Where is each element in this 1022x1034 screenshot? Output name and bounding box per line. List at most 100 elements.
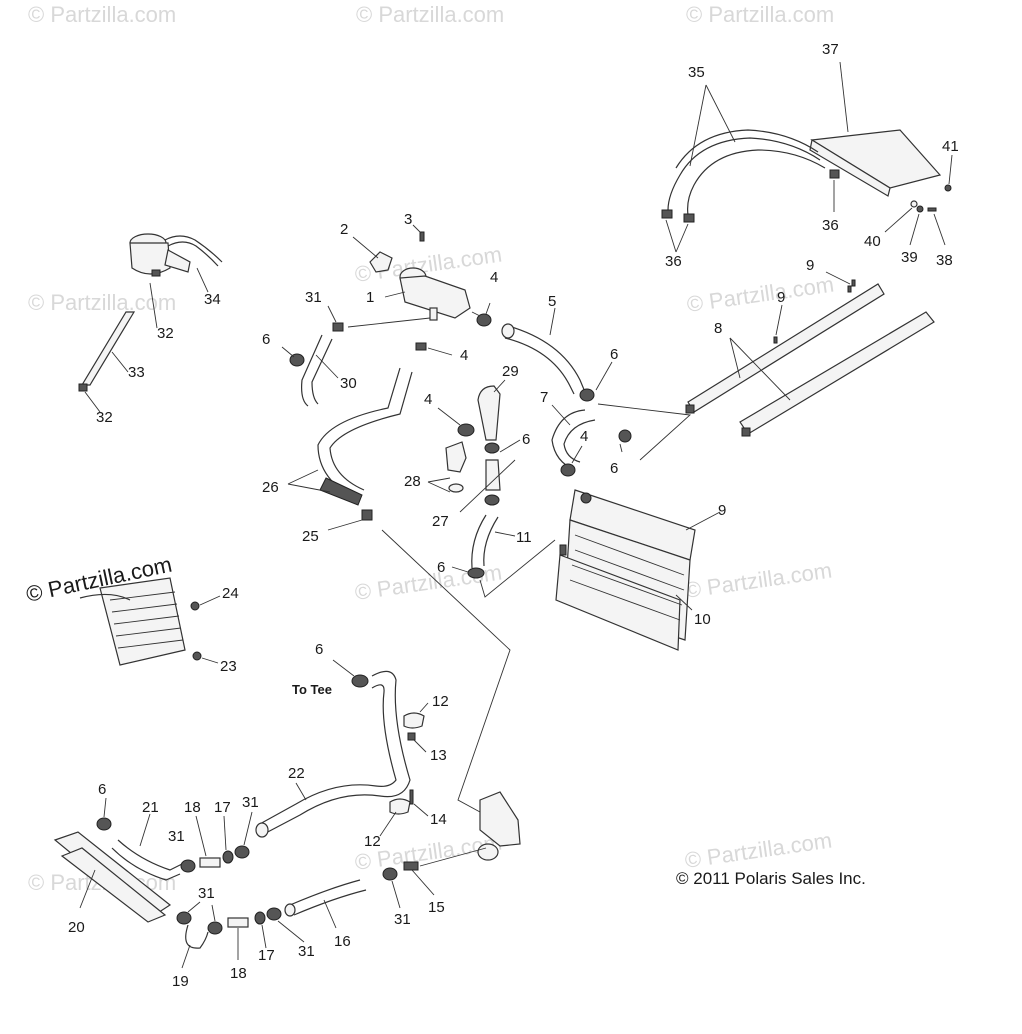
clamp-4-hose7 [560,463,576,477]
callout-37: 37 [822,41,839,58]
screw-14 [409,789,414,805]
clamp-31-b [234,845,250,859]
hose-16-end [284,903,296,917]
thermostat-housing-28 [445,441,467,473]
clamp-17-b [254,911,266,925]
clamp-6-tee-top [484,442,500,454]
callout-4: 4 [490,269,498,286]
callout-6: 6 [262,331,270,348]
hose-22-end [255,822,269,838]
screw-3 [419,231,425,242]
callout-36: 36 [665,253,682,270]
hose-5 [504,324,586,393]
oil-cooler [99,577,186,666]
heater-group [661,61,953,253]
thermostat-group [427,379,556,598]
hose-16 [289,879,361,906]
watermark: © Partzilla.com [28,2,176,27]
callout-41: 41 [942,138,959,155]
callout-26: 26 [262,479,279,496]
oil-cooler-group: © Partzilla.com [24,552,221,666]
callout-31: 31 [198,885,215,902]
hose-26-group [287,367,511,813]
hose-7-edge [563,419,596,463]
callout-17: 17 [214,799,231,816]
callout-30: 30 [340,375,357,392]
callout-6: 6 [437,559,445,576]
bolt-41 [944,184,952,192]
clamp-36-c [829,169,840,179]
callout-7: 7 [540,389,548,406]
callout-35: 35 [688,64,705,81]
callout-6: 6 [610,346,618,363]
callout-12: 12 [364,833,381,850]
radiator-shroud-10 [555,554,681,651]
clamp-25 [361,509,373,521]
clamp-17-a [222,850,234,864]
callout-24: 24 [222,585,239,602]
watermark: © Partzilla.com [683,558,833,603]
callout-40: 40 [864,233,881,250]
callout-33: 33 [128,364,145,381]
hose-11 [471,514,487,569]
hose-19 [185,924,209,949]
fitting-24 [190,601,200,611]
callout-9: 9 [777,289,785,306]
hose-5-end [501,323,515,339]
o-ring-28 [448,483,464,493]
callout-31: 31 [298,943,315,960]
water-pump-group [284,791,521,929]
hose-11-edge [483,516,499,567]
heater-box-side [809,139,891,197]
gasket-2 [369,251,393,273]
callout-11: 11 [516,529,532,546]
callout-39: 39 [901,249,918,266]
bolt-38 [927,207,937,212]
radiator-outlet [559,544,567,556]
callout-21: 21 [142,799,159,816]
callout-4: 4 [580,428,588,445]
hose-21 [117,839,183,871]
callout-10: 10 [694,611,711,628]
hose-5-edge [504,337,575,395]
hose-35-b [687,149,826,216]
callout-18: 18 [230,965,247,982]
callout-18: 18 [184,799,201,816]
radiator-inlet [580,492,592,504]
copyright-notice: © 2011 Polaris Sales Inc. [676,869,866,888]
callout-15: 15 [428,899,445,916]
hose-22-edge [257,684,397,826]
callout-6: 6 [610,460,618,477]
to-tee-note: To Tee [292,682,332,697]
nut-23 [192,651,202,661]
hose-34 [164,235,223,263]
watermark: © Partzilla.com [685,272,835,317]
clamp-4-thermo [457,423,475,437]
callout-9: 9 [718,502,726,519]
callout-31: 31 [168,828,185,845]
callout-6: 6 [522,431,530,448]
clamp-6-tee-bottom [484,494,500,506]
hose-34-edge [167,241,219,267]
hose-30 [301,334,323,407]
callout-14: 14 [430,811,447,828]
lower-coolant-hoses: To Tee [255,659,429,838]
watermark: © Partzilla.com [686,2,834,27]
clamp-31-c [176,911,192,925]
clamp-31-a [180,859,196,873]
nut-39 [916,205,924,213]
clamp-31-pump [382,867,398,881]
hose-16-edge [293,889,367,916]
hose-26-corrugation [319,477,363,506]
hose-35-a [667,137,821,211]
callout-3: 3 [404,211,412,228]
water-pump-housing [479,791,521,847]
screw-9-top2 [851,279,856,287]
callout-4: 4 [424,391,432,408]
overflow-bottle-group [78,233,223,413]
rail-mount [685,404,695,414]
callout-34: 34 [204,291,221,308]
callout-6: 6 [315,641,323,658]
clamp-4-mid [415,342,427,351]
fitting-15 [403,861,419,871]
